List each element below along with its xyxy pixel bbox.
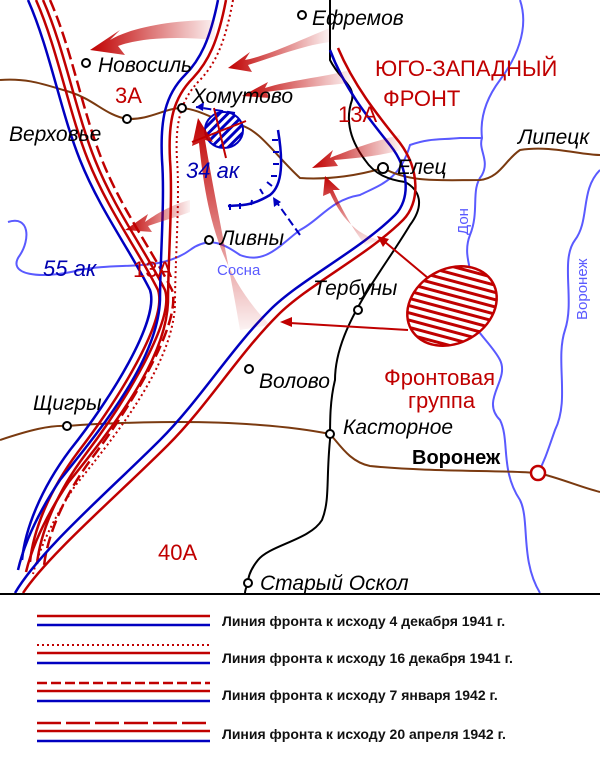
arrow-east-1 bbox=[242, 70, 350, 98]
label-13a-east: 13А bbox=[338, 102, 377, 127]
german-positions bbox=[191, 102, 301, 236]
legend-item-20-apr-1942: Линия фронта к исходу 20 апреля 1942 г. bbox=[37, 721, 506, 743]
army-labels: 3А 13А 13А 40А ЮГО-ЗАПАДНЫЙ ФРОНТ Фронто… bbox=[43, 56, 591, 565]
retreat-arrow-south bbox=[274, 199, 301, 236]
arrow-north-khomutovo bbox=[192, 118, 270, 330]
label-34-corps: 34 ак bbox=[186, 158, 241, 183]
city-marker-verkhovye bbox=[122, 114, 132, 124]
city-marker-stary-oskol bbox=[243, 578, 253, 588]
city-marker-novosil bbox=[81, 58, 91, 68]
railway-main bbox=[247, 0, 420, 584]
arrow-group-north bbox=[384, 241, 429, 279]
label-livny: Ливны bbox=[218, 227, 285, 250]
label-kastornoye: Касторное bbox=[343, 416, 453, 439]
legend-label: Линия фронта к исходу 4 декабря 1941 г. bbox=[222, 613, 505, 629]
label-front-line2: ФРОНТ bbox=[383, 86, 460, 111]
label-voronezh: Воронеж bbox=[412, 447, 501, 469]
arrow-yelets bbox=[312, 135, 400, 168]
city-marker-khomutovo bbox=[177, 103, 187, 113]
label-3a: 3А bbox=[115, 83, 142, 108]
label-lipetsk: Липецк bbox=[516, 126, 590, 149]
label-group-line1: Фронтовая bbox=[384, 365, 495, 390]
arrow-north-east bbox=[323, 176, 380, 245]
rivers bbox=[7, 0, 600, 594]
label-yelets: Елец bbox=[397, 156, 447, 179]
label-40a: 40А bbox=[158, 540, 197, 565]
city-marker-kastornoye bbox=[325, 429, 335, 439]
legend: Линия фронта к исходу 4 декабря 1941 г. … bbox=[37, 613, 513, 743]
arrow-west-13a bbox=[125, 200, 190, 232]
label-55-corps: 55 ак bbox=[43, 256, 98, 281]
label-stary-oskol: Старый Оскол bbox=[260, 572, 409, 595]
legend-item-16-dec-1941: Линия фронта к исходу 16 декабря 1941 г. bbox=[37, 644, 513, 666]
city-marker-efremov bbox=[297, 10, 307, 20]
attack-arrows bbox=[90, 20, 498, 347]
legend-item-4-dec-1941: Линия фронта к исходу 4 декабря 1941 г. bbox=[37, 613, 505, 629]
city-marker-yelets bbox=[377, 162, 389, 174]
arrow-to-novosil bbox=[90, 20, 215, 55]
legend-label: Линия фронта к исходу 20 апреля 1942 г. bbox=[222, 726, 506, 742]
arrow-from-efremov bbox=[228, 28, 330, 72]
arrow-group-west bbox=[289, 322, 409, 331]
label-river-don: Дон bbox=[455, 208, 472, 235]
label-novosil: Новосиль bbox=[98, 54, 192, 77]
legend-item-7-jan-1942: Линия фронта к исходу 7 января 1942 г. bbox=[37, 681, 498, 703]
legend-label: Линия фронта к исходу 7 января 1942 г. bbox=[222, 687, 498, 703]
city-marker-voronezh bbox=[529, 464, 547, 482]
legend-label: Линия фронта к исходу 16 декабря 1941 г. bbox=[222, 650, 513, 666]
cities bbox=[62, 10, 547, 588]
label-group-line2: группа bbox=[408, 388, 476, 413]
city-marker-livny bbox=[204, 235, 214, 245]
label-khomutovo: Хомутово bbox=[191, 85, 293, 108]
label-13a-west: 13А bbox=[133, 257, 172, 282]
label-front-line1: ЮГО-ЗАПАДНЫЙ bbox=[375, 56, 557, 81]
defense-ticks bbox=[229, 139, 279, 210]
river-sosna bbox=[7, 137, 482, 276]
label-shchigry: Щигры bbox=[33, 392, 102, 415]
city-labels: Ефремов Новосиль Хомутово Верховье Елец … bbox=[9, 7, 590, 595]
retreat-arrow-khomutovo bbox=[195, 106, 236, 114]
label-river-sosna: Сосна bbox=[217, 262, 261, 279]
label-verkhovye: Верховье bbox=[9, 123, 101, 146]
city-marker-shchigry bbox=[62, 421, 72, 431]
label-river-voronezh: Воронеж bbox=[574, 258, 591, 320]
label-terbuny: Тербуны bbox=[313, 277, 398, 300]
river-voronezh bbox=[537, 169, 600, 474]
front-group-area bbox=[406, 265, 498, 347]
city-marker-terbuny bbox=[353, 305, 363, 315]
city-marker-volovo bbox=[244, 364, 254, 374]
label-volovo: Волово bbox=[259, 370, 330, 393]
label-efremov: Ефремов bbox=[312, 7, 404, 30]
